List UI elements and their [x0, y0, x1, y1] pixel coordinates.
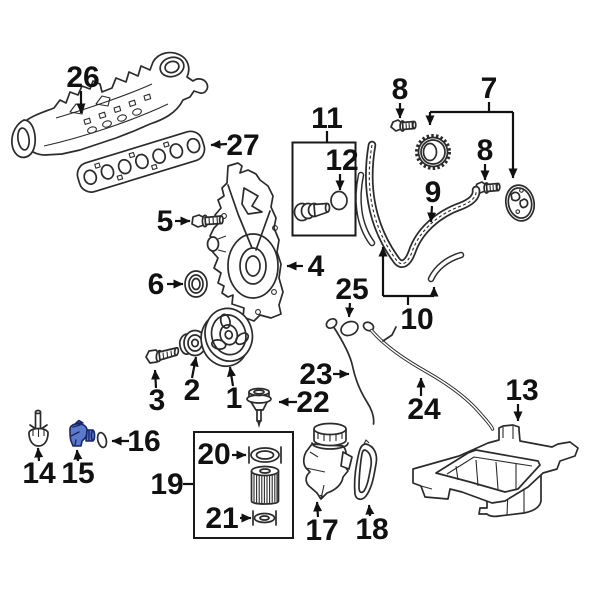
part-14-plug — [28, 409, 49, 447]
part-oil-filter-element — [250, 465, 280, 505]
arrow-2 — [189, 356, 199, 379]
part-13-oil-pan — [412, 424, 579, 518]
part-10-chain-guide-right — [427, 251, 465, 283]
callout-20: 20 — [197, 438, 230, 471]
arrow-9 — [427, 205, 437, 223]
callout-3: 3 — [149, 384, 166, 417]
part-3-bolt — [145, 346, 180, 364]
part-26-intake-manifold — [11, 51, 209, 159]
callout-4: 4 — [308, 250, 325, 283]
callout-14: 14 — [22, 457, 56, 490]
part-11-kit-box — [291, 141, 357, 237]
part-12-o-ring — [330, 190, 348, 211]
part-6-seal — [184, 270, 208, 298]
part-24-dipstick — [362, 321, 495, 431]
callout-22: 22 — [296, 386, 329, 419]
bracket-10 — [383, 294, 434, 305]
callout-2: 2 — [184, 374, 201, 407]
part-10-chain-guide-left — [355, 171, 376, 247]
arrow-27 — [210, 139, 228, 149]
callout-21: 21 — [205, 502, 238, 535]
arrow-25 — [345, 302, 355, 318]
part-plug-in-box — [293, 202, 331, 222]
callout-8a: 8 — [392, 73, 409, 106]
callout-13: 13 — [505, 374, 538, 407]
part-17-filter-housing — [302, 422, 353, 500]
part-20-cap-seal — [248, 446, 282, 464]
arrow-1 — [227, 366, 236, 387]
part-15-highlighted-fitting — [69, 419, 96, 447]
callout-27: 27 — [226, 129, 259, 162]
callout-15: 15 — [61, 457, 94, 490]
callout-6: 6 — [148, 268, 165, 301]
callout-5: 5 — [157, 205, 174, 238]
callout-23: 23 — [299, 358, 332, 391]
arrow-15 — [73, 449, 83, 462]
callout-18: 18 — [355, 513, 388, 546]
callout-17: 17 — [305, 514, 338, 547]
callout-7: 7 — [481, 72, 498, 105]
part-16-o-ring — [96, 431, 108, 449]
part-4-timing-cover — [206, 162, 284, 322]
part-23-dipstick-tube — [325, 317, 375, 425]
callout-19: 19 — [150, 468, 183, 501]
part-9-timing-chain — [365, 140, 481, 268]
leader-lines — [34, 91, 523, 523]
callout-labels: 26 27 5 6 4 11 12 8 7 8 9 10 25 23 22 24… — [22, 61, 538, 547]
part-5-bolt — [191, 214, 224, 228]
part-7-camshaft-sprocket — [415, 134, 451, 170]
part-8-bolt-left — [390, 119, 417, 132]
callout-12: 12 — [325, 144, 358, 177]
callout-26: 26 — [66, 61, 99, 94]
callout-9: 9 — [425, 176, 442, 209]
part-25-o-ring — [340, 320, 359, 337]
part-7-pump-rotor — [504, 184, 536, 222]
arrow-3 — [151, 369, 161, 389]
arrow-17 — [313, 501, 323, 518]
bracket-7 — [430, 102, 513, 114]
part-21-seal — [252, 510, 277, 526]
part-27-manifold-gasket — [76, 130, 206, 193]
callout-25: 25 — [335, 273, 368, 306]
part-1-crankshaft-pulley — [200, 307, 254, 368]
callout-8b: 8 — [477, 134, 494, 167]
callout-16: 16 — [127, 425, 160, 458]
part-22-cap — [246, 387, 272, 428]
arrow-18 — [365, 504, 375, 517]
callout-1: 1 — [226, 382, 243, 415]
part-18-gasket — [353, 439, 378, 500]
arrow-14 — [34, 447, 44, 462]
callout-24: 24 — [407, 393, 441, 426]
callout-10: 10 — [400, 303, 433, 336]
callout-11: 11 — [311, 102, 343, 135]
